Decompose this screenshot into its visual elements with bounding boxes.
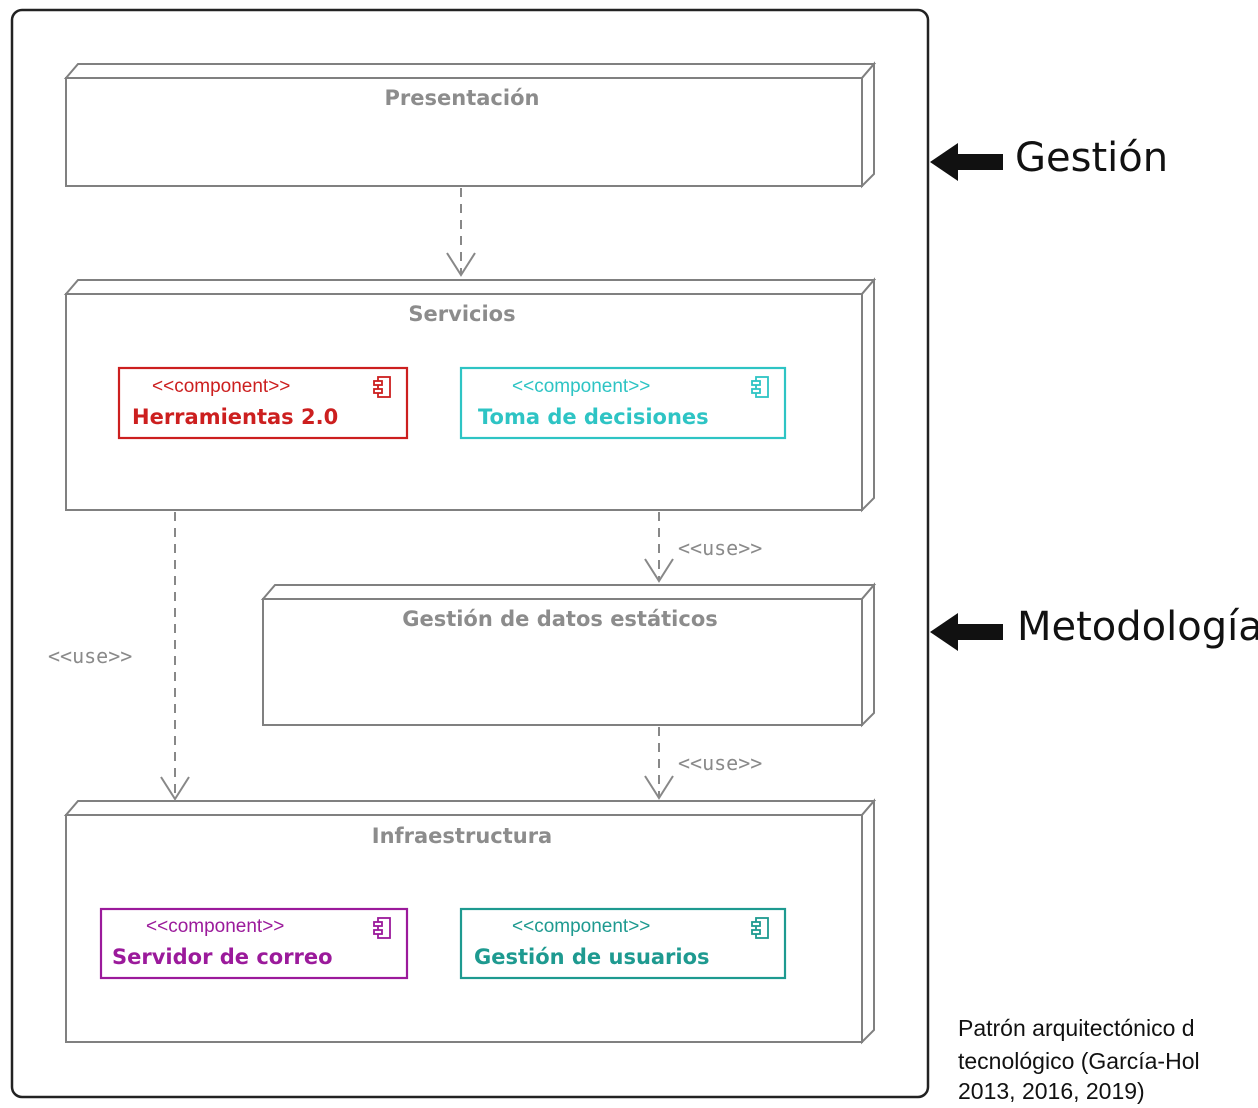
component-name-herramientas: Herramientas 2.0 xyxy=(132,405,339,429)
arrow-head xyxy=(644,775,674,800)
component-stereotype: <<component>> xyxy=(152,376,291,397)
node-presentacion-box xyxy=(63,61,877,189)
outer-frame xyxy=(10,8,930,1099)
component-stereotype: <<component>> xyxy=(512,916,651,937)
node-title-gestion-datos: Gestión de datos estáticos xyxy=(402,607,718,631)
component-stereotype: <<component>> xyxy=(512,376,651,397)
component-toma-decisiones-box xyxy=(459,366,787,440)
arrow-head xyxy=(446,252,476,277)
component-stereotype: <<component>> xyxy=(146,916,285,937)
node-title-infraestructura: Infraestructura xyxy=(371,824,553,848)
node-title-servicios: Servicios xyxy=(408,302,516,326)
arrow-head xyxy=(160,776,190,801)
component-name-toma-decisiones: Toma de decisiones xyxy=(478,405,709,429)
node-gestion-datos-box xyxy=(260,582,877,728)
use-label-servicios-gestion: <<use>> xyxy=(678,536,763,560)
side-label-gestion: Gestión xyxy=(1015,135,1169,181)
caption-line: tecnológico (García-Hol xyxy=(958,1048,1200,1074)
component-name-servidor-correo: Servidor de correo xyxy=(112,945,333,969)
left-arrow-icon xyxy=(930,613,1003,651)
use-label-servicios-infra: <<use>> xyxy=(48,644,133,668)
node-title-presentacion: Presentación xyxy=(384,86,540,110)
caption-line: 2013, 2016, 2019) xyxy=(958,1078,1145,1104)
component-name-gestion-usuarios: Gestión de usuarios xyxy=(474,945,710,969)
caption-line: Patrón arquitectónico d xyxy=(958,1015,1195,1041)
left-arrow-icon xyxy=(930,143,1003,181)
component-servidor-correo-box xyxy=(99,907,409,980)
component-herramientas-box xyxy=(117,366,409,440)
side-label-metodologia: Metodología xyxy=(1017,604,1258,650)
use-label-gestion-infra: <<use>> xyxy=(678,751,763,775)
arrow-head xyxy=(644,558,674,583)
component-gestion-usuarios-box xyxy=(459,907,787,980)
